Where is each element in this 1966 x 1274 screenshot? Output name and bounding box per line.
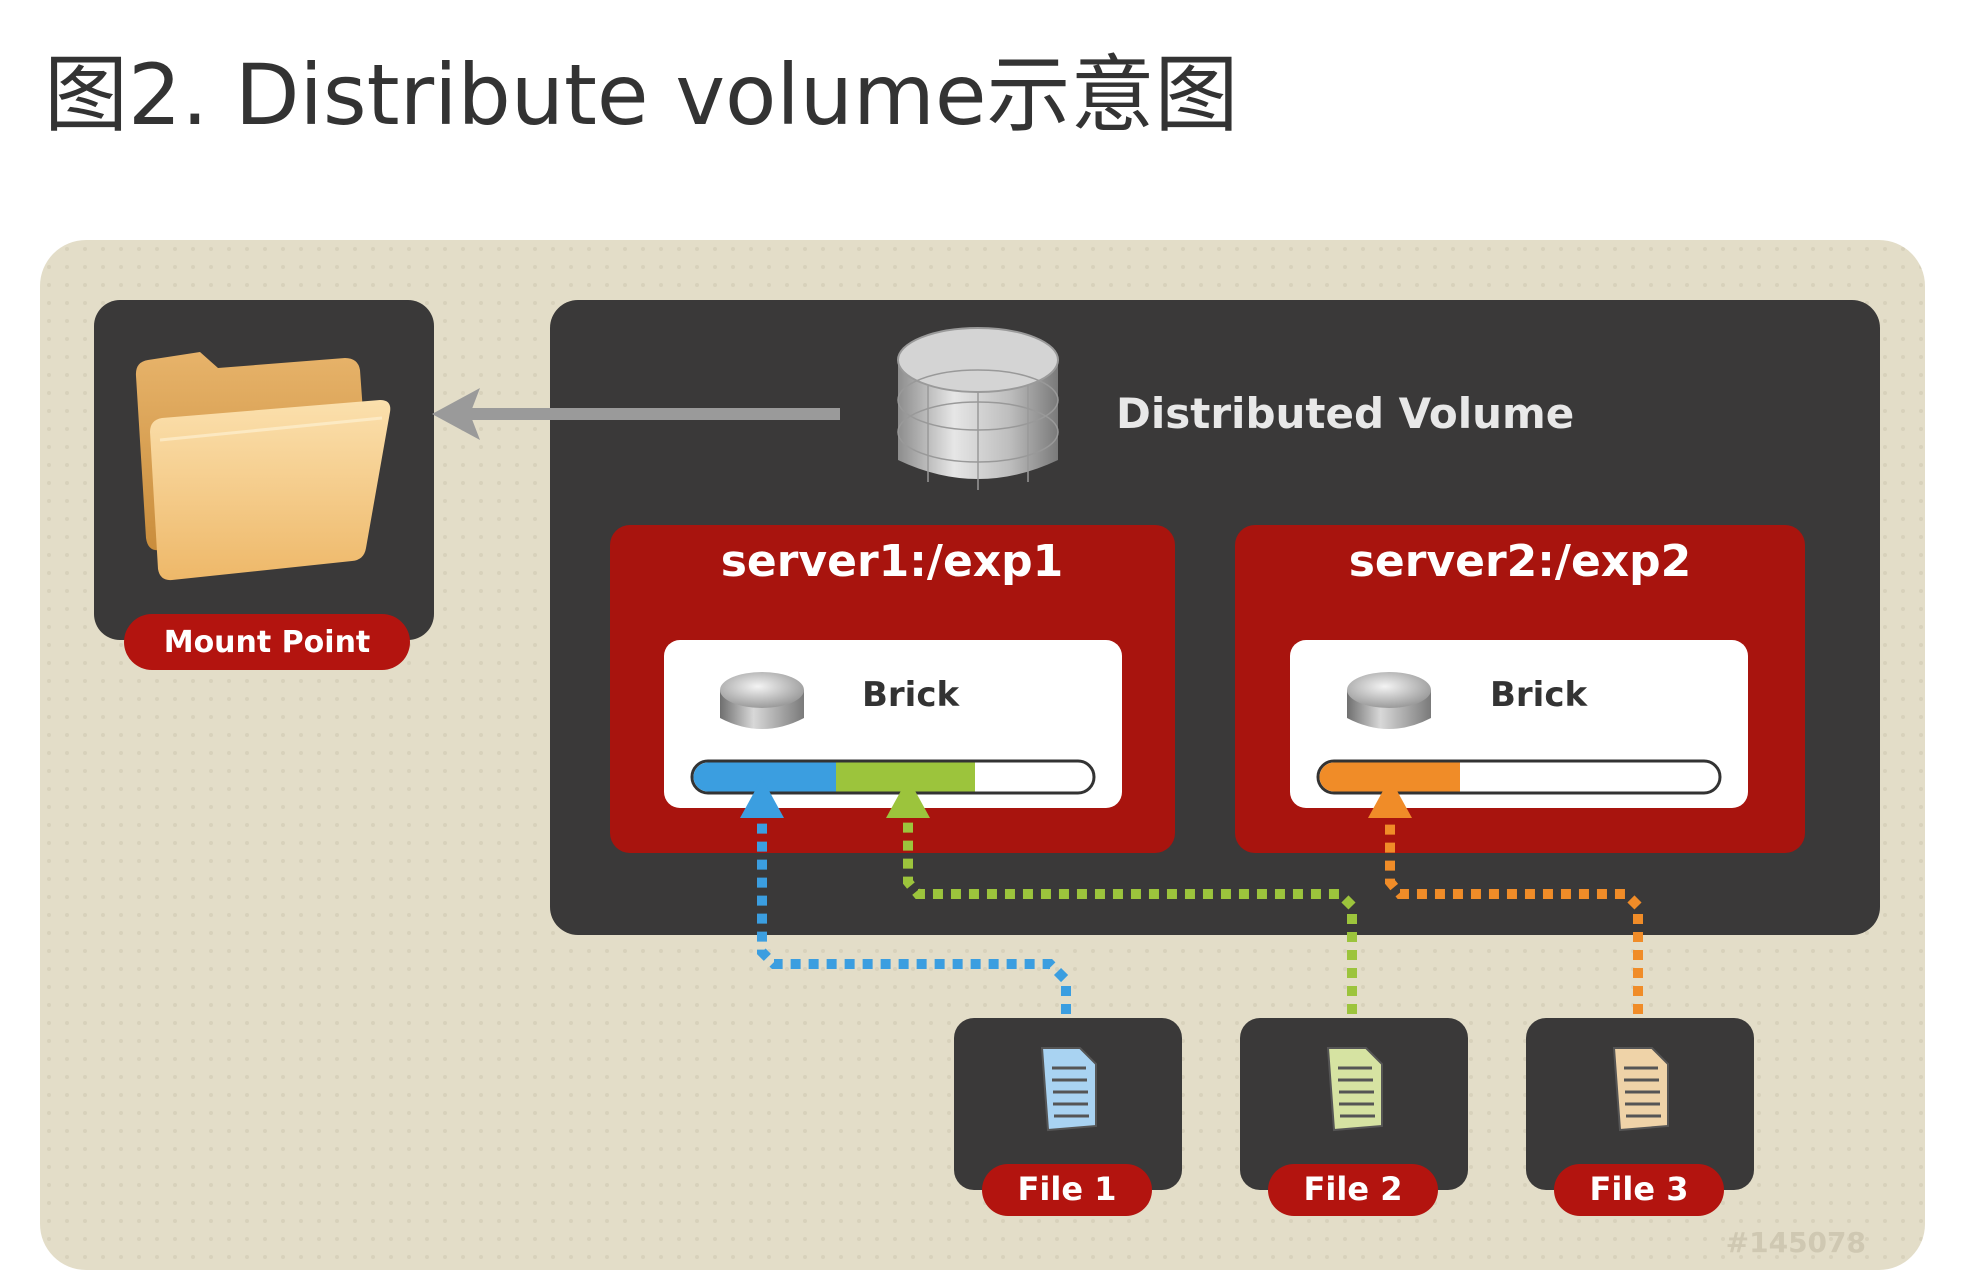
folder-icon <box>135 352 391 581</box>
disk-1-icon <box>720 672 804 729</box>
disk-2-icon <box>1347 672 1431 729</box>
mount-arrow <box>432 388 840 440</box>
server-box-2: server2:/exp2 Brick <box>1235 525 1805 853</box>
brick-2-label: Brick <box>1490 675 1588 715</box>
watermark-id: #145078 <box>1726 1226 1866 1259</box>
diagram-svg: Mount Point Distributed Volume server1:/… <box>40 240 1925 1270</box>
file-2-icon <box>1326 1047 1383 1132</box>
file-1-box: File 1 <box>954 1018 1182 1216</box>
brick-1-label: Brick <box>862 675 960 715</box>
file-2-label: File 2 <box>1304 1170 1403 1208</box>
file-3-connector <box>1368 778 1643 1014</box>
server-2-label: server2:/exp2 <box>1349 536 1692 587</box>
file-3-icon <box>1612 1047 1669 1132</box>
file-1-icon <box>1040 1047 1097 1132</box>
mount-point-panel: Mount Point <box>94 300 434 670</box>
file-2-connector <box>886 778 1357 1014</box>
mount-point-label: Mount Point <box>164 625 371 660</box>
file-3-box: File 3 <box>1526 1018 1754 1216</box>
file-3-label: File 3 <box>1590 1170 1689 1208</box>
brick-1-usage-bar <box>690 759 1096 795</box>
file-2-box: File 2 <box>1240 1018 1468 1216</box>
mount-point-pill: Mount Point <box>124 614 410 670</box>
server-1-label: server1:/exp1 <box>721 536 1064 587</box>
volume-cylinder-icon <box>897 327 1059 490</box>
volume-label: Distributed Volume <box>1116 389 1574 438</box>
server-box-1: server1:/exp1 Brick <box>610 525 1175 853</box>
file-1-connector <box>740 778 1071 1014</box>
distributed-volume-diagram: Mount Point Distributed Volume server1:/… <box>40 240 1925 1270</box>
page-title: 图2. Distribute volume示意图 <box>44 46 1239 144</box>
file-1-label: File 1 <box>1018 1170 1117 1208</box>
brick-2-usage-bar <box>1316 759 1722 795</box>
